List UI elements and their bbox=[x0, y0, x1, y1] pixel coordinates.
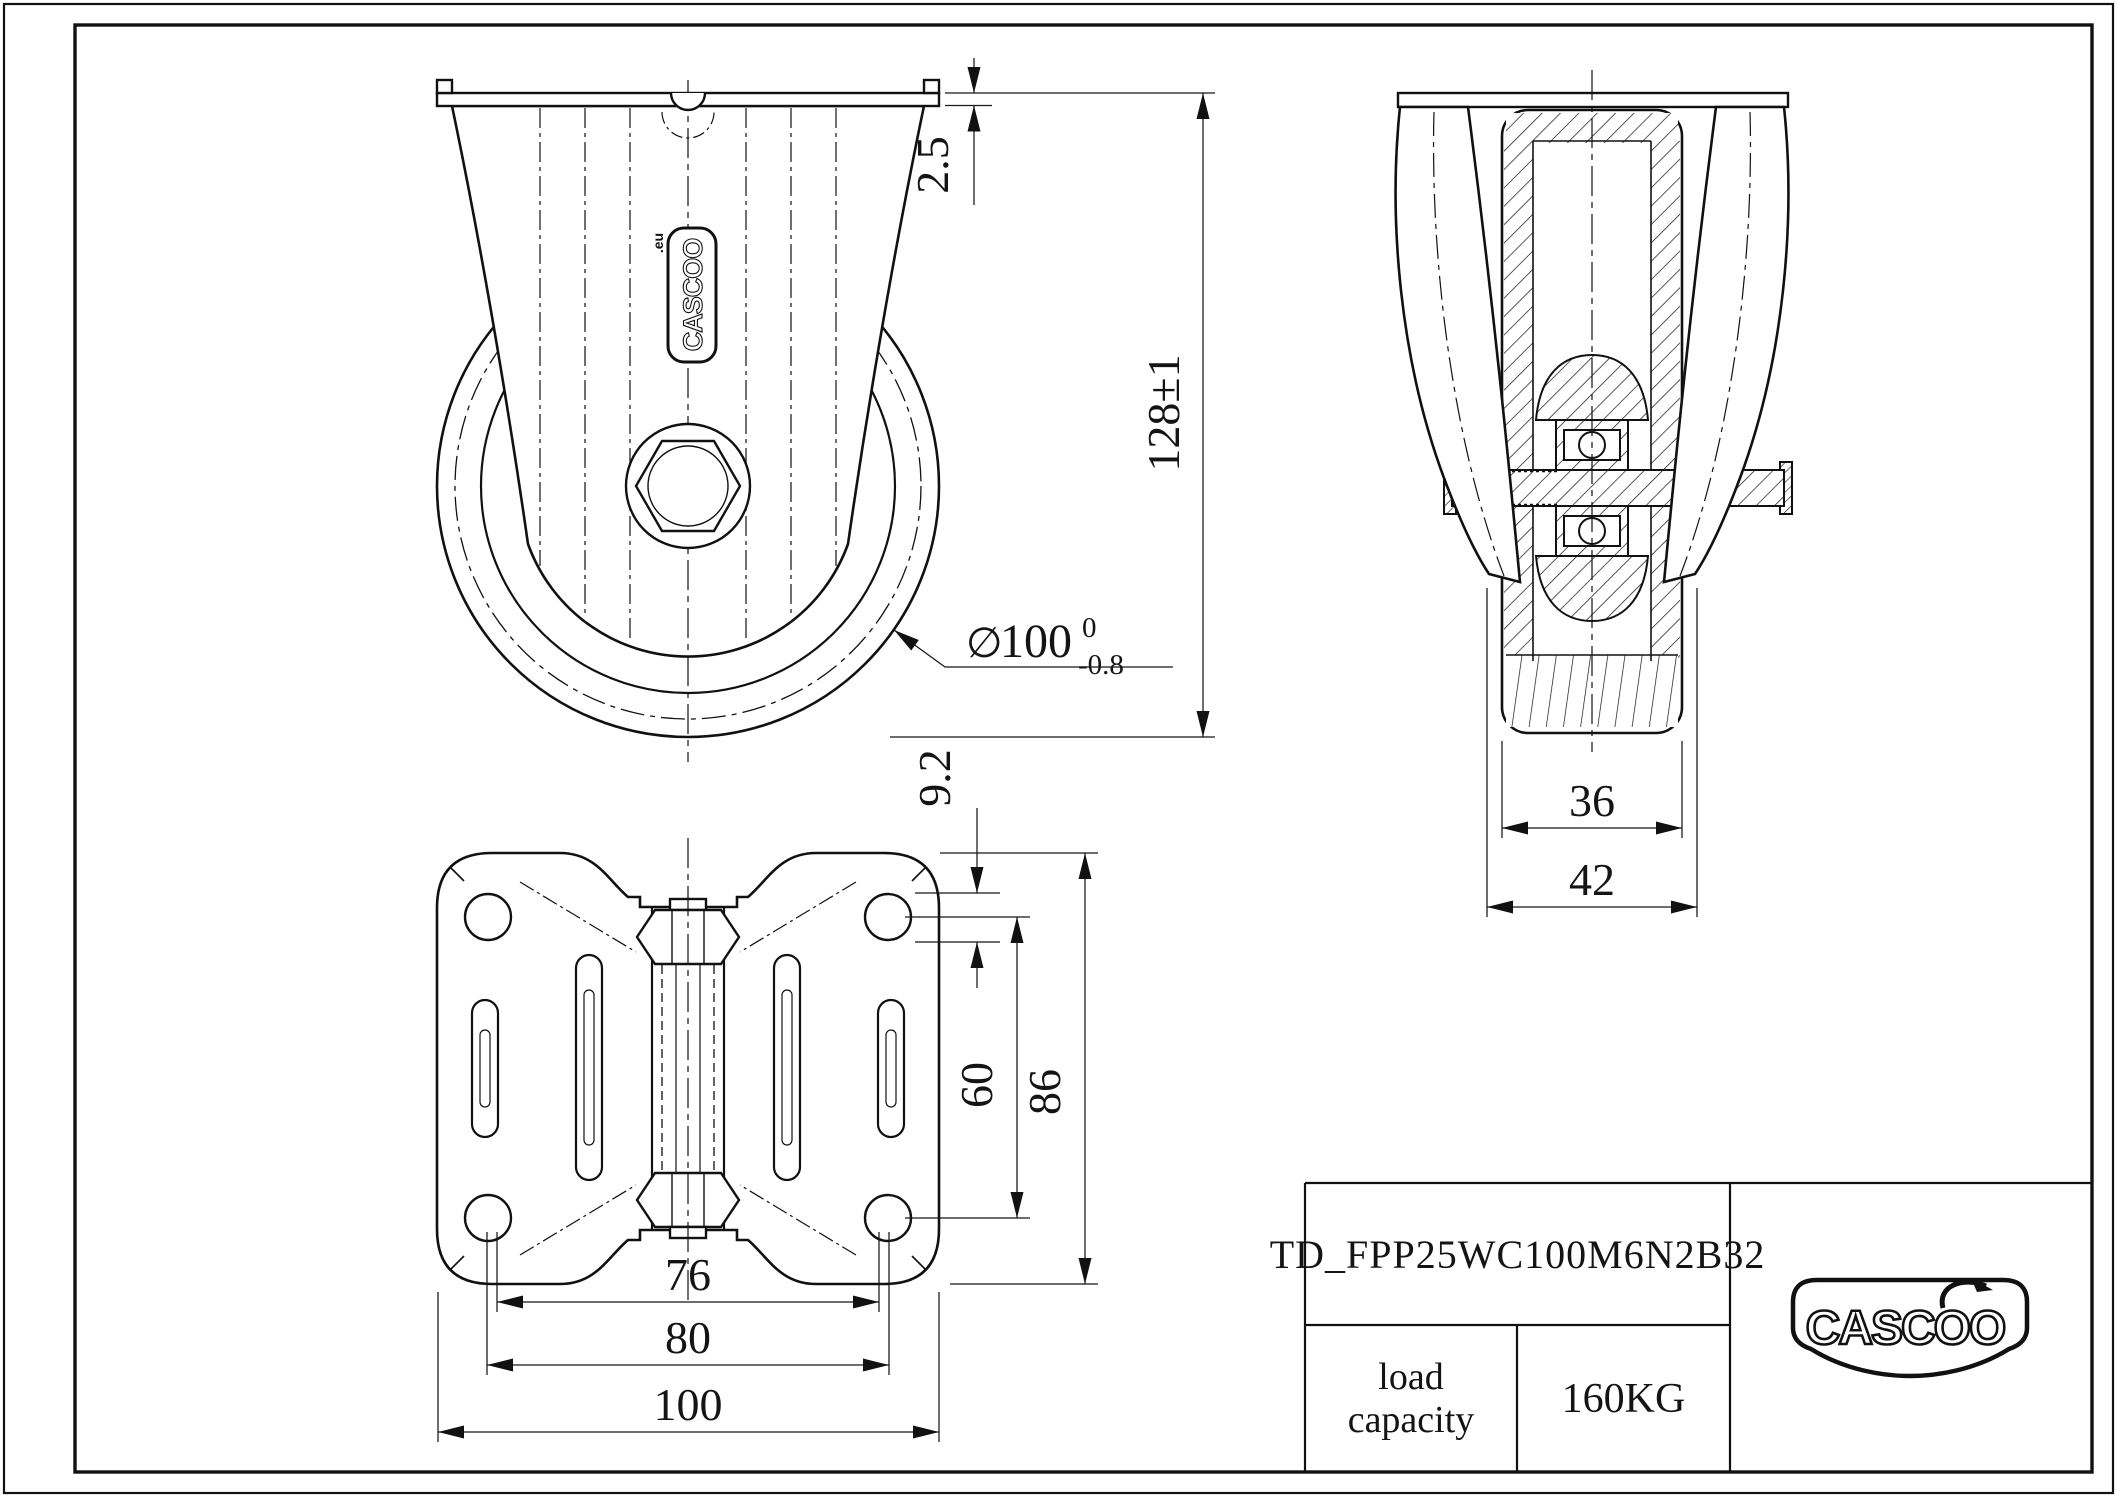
badge-domain-text: .eu bbox=[650, 233, 666, 253]
dim-overall-width: 42 bbox=[1569, 854, 1615, 905]
badge-brand-text: CASCOO bbox=[678, 239, 708, 352]
dim-plate-height: 86 bbox=[1019, 1069, 1070, 1115]
logo-arrowhead-icon bbox=[1971, 1278, 1993, 1292]
mount-hole bbox=[463, 892, 513, 942]
front-view: CASCOO .eu bbox=[435, 78, 941, 762]
plate-view bbox=[435, 838, 941, 1300]
axle-nut bbox=[624, 422, 752, 550]
load-capacity-label: load capacity bbox=[1305, 1325, 1517, 1472]
dim-wheel-diameter: ∅ 100 0 -0.8 bbox=[966, 612, 1124, 681]
side-view bbox=[1394, 70, 1793, 752]
title-block: CASCOO bbox=[1303, 1181, 2092, 1472]
diameter-value: 100 bbox=[1000, 615, 1072, 668]
fork-leg-right bbox=[1662, 105, 1790, 584]
diameter-tol-lower: -0.8 bbox=[1078, 649, 1124, 681]
load-capacity-label-text: load capacity bbox=[1347, 1355, 1475, 1441]
model-number: TD_FPP25WC100M6N2B32 bbox=[1269, 1231, 1766, 1277]
side-plate-edge bbox=[1396, 91, 1790, 109]
cascoo-logo: CASCOO bbox=[1790, 1277, 2030, 1379]
dim-wheel-width: 36 bbox=[1569, 775, 1615, 826]
logo-brand-text: CASCOO bbox=[1806, 1302, 2005, 1355]
diameter-symbol: ∅ bbox=[966, 618, 1003, 667]
dim-hole-spacing-y: 60 bbox=[951, 1062, 1002, 1108]
plate-slots bbox=[470, 953, 906, 1182]
load-capacity-value: 160KG bbox=[1561, 1375, 1686, 1422]
dim-hole-spacing-x2: 80 bbox=[665, 1312, 711, 1363]
mount-hole bbox=[463, 1193, 513, 1243]
dim-overall-height: 128±1 bbox=[1138, 354, 1189, 471]
dim-hole-diameter: 9.2 bbox=[909, 749, 960, 807]
dim-plate-thickness: 2.5 bbox=[907, 136, 958, 194]
top-plate-edge bbox=[435, 78, 941, 139]
dimension-texts: 2.5 128±1 9.2 60 86 76 80 100 36 42 ∅ 10… bbox=[654, 136, 1616, 1430]
dim-hole-spacing-x1: 76 bbox=[665, 1249, 711, 1300]
dimensions: 2.5 128±1 9.2 60 86 76 80 100 36 42 ∅ 10… bbox=[437, 58, 1698, 1442]
cascoo-badge-icon: CASCOO .eu bbox=[650, 226, 718, 364]
dim-plate-width: 100 bbox=[654, 1379, 723, 1430]
fork-leg-left bbox=[1394, 105, 1522, 584]
dimension-arrows bbox=[438, 67, 1697, 1439]
diameter-tol-upper: 0 bbox=[1082, 612, 1097, 644]
